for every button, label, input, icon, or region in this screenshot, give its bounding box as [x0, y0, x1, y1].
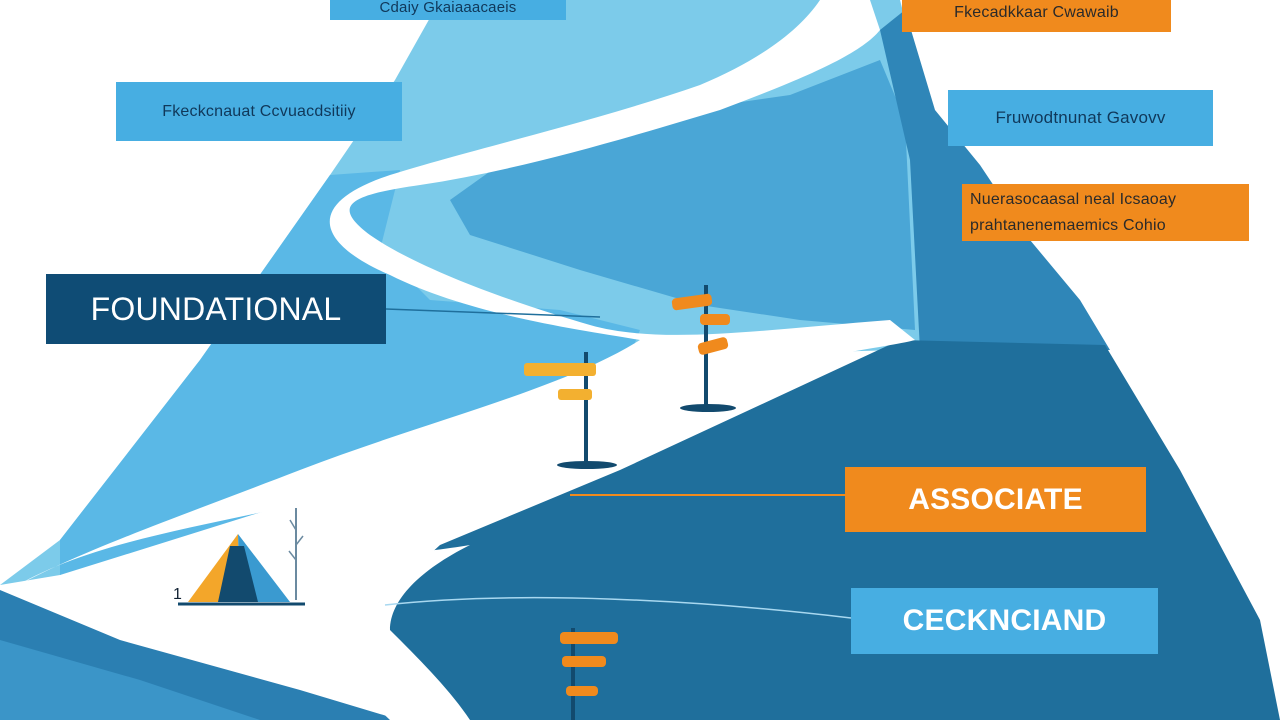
label-right-lower-line2: prahtanenemaemics Cohio: [970, 216, 1166, 234]
winding-path-lower: [10, 545, 470, 720]
label-associate: ASSOCIATE: [845, 467, 1146, 532]
label-right-lower-line1: Nuerasocaasal neal Icsaoay: [970, 190, 1177, 208]
mountain-right-peak: [880, 10, 1110, 350]
leader-line-foundational: [385, 308, 601, 318]
camp-number: 1: [173, 586, 182, 603]
label-right-upper: Fruwodtnunat Gavovv: [948, 90, 1213, 146]
label-left-mid: Fkeckcnauat Ccvuacdsitiiy: [116, 82, 402, 141]
signpost-icon: [671, 285, 736, 412]
label-foundational: FOUNDATIONAL: [46, 274, 386, 344]
label-bottom: CECKNCIAND: [851, 588, 1158, 654]
signpost-icon: [524, 352, 617, 469]
label-top-right: Fkecadkkaar Cwawaib: [902, 0, 1171, 32]
label-top-left: Cdaiy Gkaiaaacaeis: [330, 0, 566, 20]
winding-path: [10, 0, 915, 590]
mountain-left-foothill-shade: [0, 640, 260, 720]
tent-icon: [178, 534, 305, 606]
mountain-upper-ridge: [450, 60, 915, 330]
mountain-mid-slope: [60, 170, 640, 575]
label-right-lower: Nuerasocaasal neal Icsaoay prahtanenemae…: [962, 184, 1249, 241]
signpost-icon: [560, 628, 618, 720]
tree-icon: [288, 508, 304, 600]
leader-line-bottom: [384, 596, 852, 619]
